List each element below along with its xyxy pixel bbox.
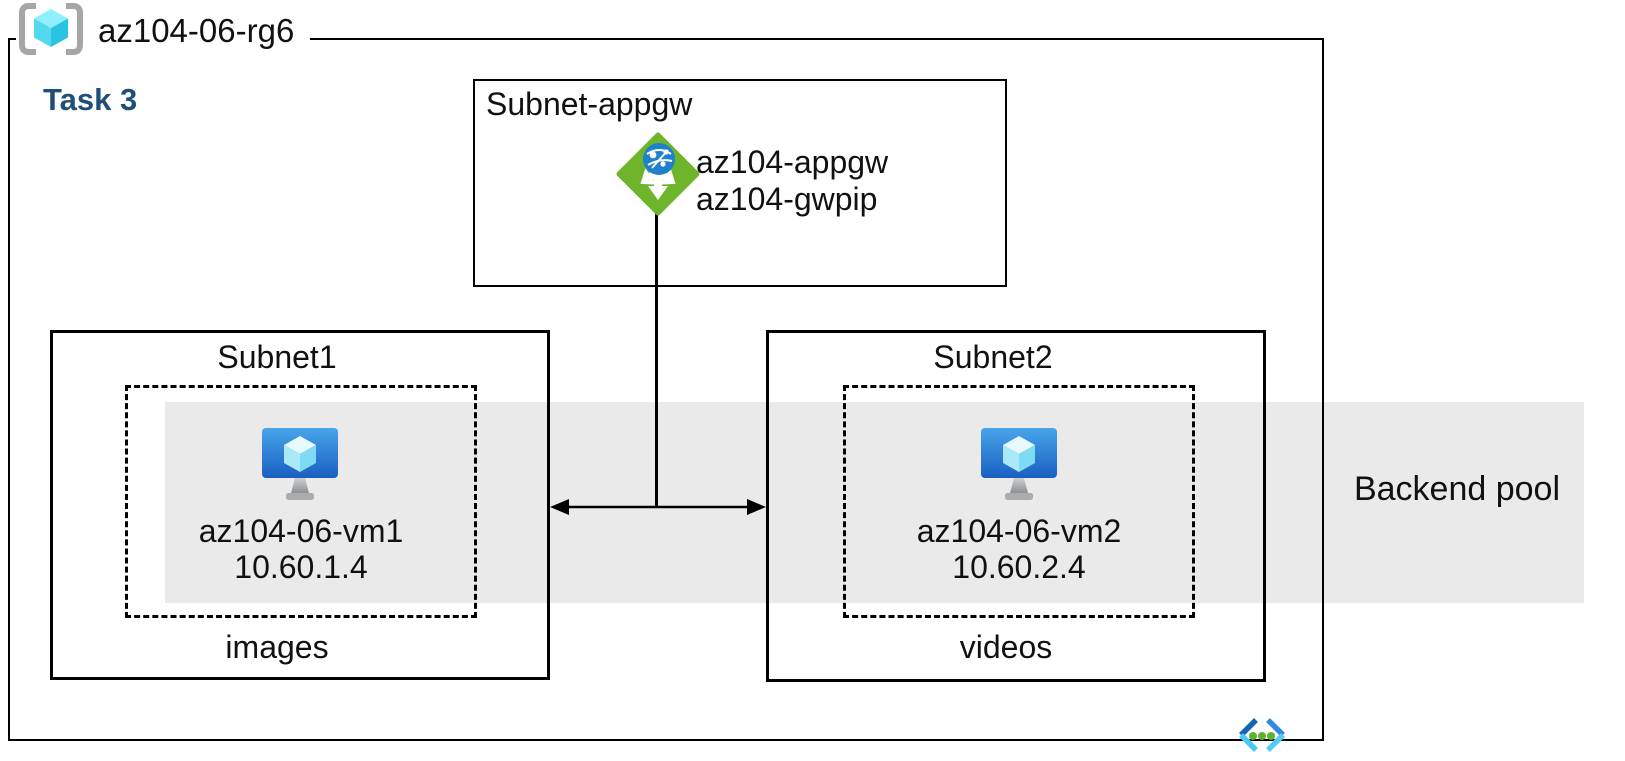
- virtual-machine-icon-vm2: [977, 422, 1061, 506]
- appgw-labels: az104-appgw az104-gwpip: [696, 144, 888, 218]
- appgw-subnet-title: Subnet-appgw: [486, 86, 693, 122]
- resource-group-icon: [18, 2, 84, 61]
- vm2-name-label: az104-06-vm2: [916, 513, 1122, 549]
- vm1-labels: az104-06-vm1 10.60.1.4: [125, 513, 477, 585]
- subnet2-vm-group-box: [843, 385, 1195, 618]
- task-label: Task 3: [43, 82, 138, 117]
- subnet1-box: [50, 330, 550, 680]
- resource-group-label: az104-06-rg6: [98, 12, 295, 49]
- vm2-labels: az104-06-vm2 10.60.2.4: [843, 513, 1195, 585]
- appgw-subnet-box: [473, 79, 1007, 287]
- connector-line: [655, 210, 658, 507]
- virtual-network-icon: [1234, 717, 1290, 753]
- appgw-name-label: az104-appgw: [696, 144, 889, 180]
- subnet1-caption: images: [225, 629, 329, 665]
- subnet1-title: Subnet1: [217, 339, 337, 375]
- subnet2-caption: videos: [959, 629, 1053, 665]
- virtual-machine-icon-vm1: [258, 422, 342, 506]
- resource-group-box: [8, 38, 1324, 741]
- backend-arrow: [548, 494, 768, 520]
- application-gateway-icon: [616, 132, 700, 216]
- backend-pool-band: [165, 402, 1584, 603]
- resource-group-header: az104-06-rg6: [16, 1, 311, 61]
- vm1-name-label: az104-06-vm1: [198, 513, 404, 549]
- appgw-pip-label: az104-gwpip: [696, 181, 878, 217]
- subnet1-vm-group-box: [125, 385, 477, 618]
- backend-pool-label: Backend pool: [1353, 470, 1561, 508]
- subnet2-box: [766, 330, 1266, 682]
- subnet2-title: Subnet2: [933, 339, 1053, 375]
- vm1-ip-label: 10.60.1.4: [234, 549, 368, 585]
- vm2-ip-label: 10.60.2.4: [952, 549, 1086, 585]
